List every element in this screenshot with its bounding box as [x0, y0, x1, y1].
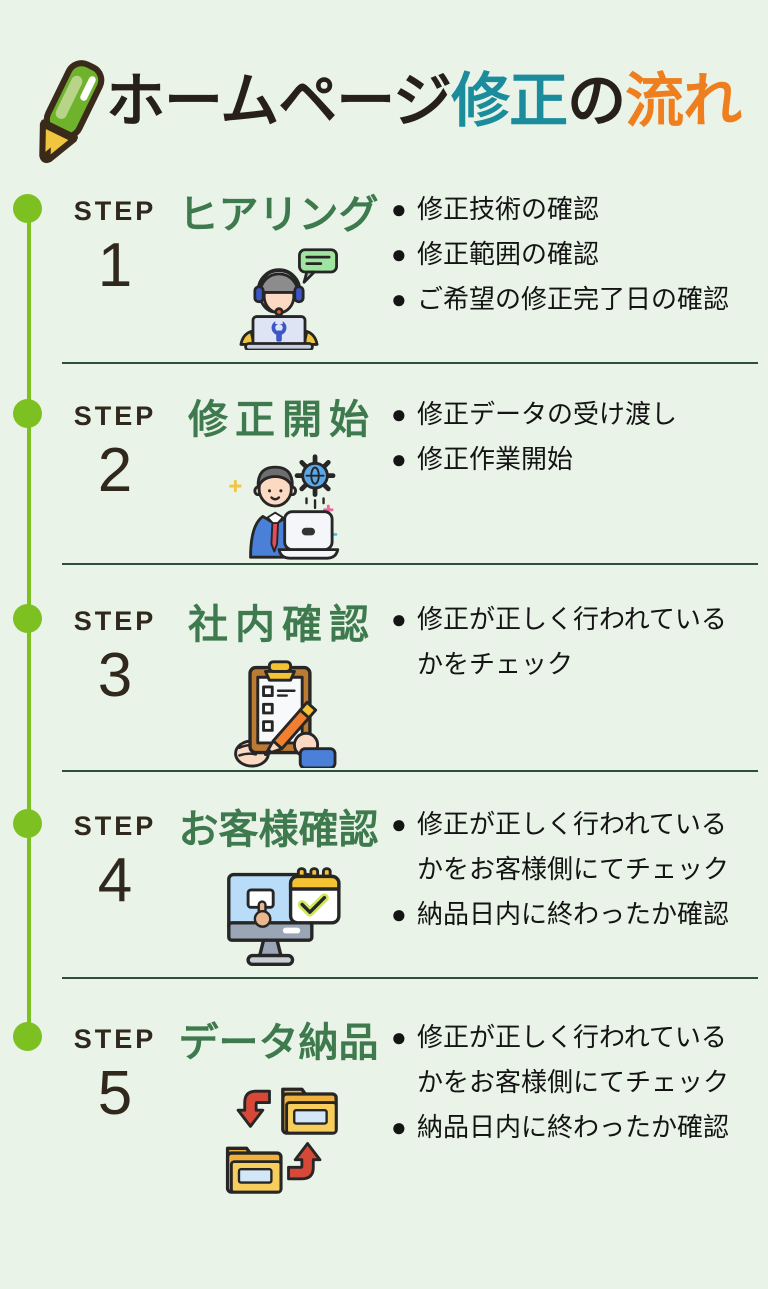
- bullet-list: ●修正が正しく行われているかをお客様側にてチェック ●納品日内に終わったか確認: [391, 800, 743, 937]
- step-row-3: STEP 3 社内確認: [0, 595, 768, 773]
- step-title: お客様確認: [178, 808, 379, 852]
- page-title: ホームページ修正の流れ: [106, 52, 742, 136]
- bullet-item: ●納品日内に終わったか確認: [391, 1112, 730, 1142]
- step-label: STEP: [73, 196, 157, 226]
- step-label: STEP: [73, 606, 157, 636]
- bullet-item: ●修正が正しく行われているかをお客様側にてチェック: [391, 809, 730, 884]
- bullet-item: ●修正作業開始: [391, 444, 574, 474]
- title-part-homepage: ホームページ: [106, 68, 452, 136]
- step-title: 修正開始: [188, 398, 376, 442]
- clipboard-checklist-icon: [233, 660, 336, 770]
- bullet-item: ●修正技術の確認: [391, 194, 600, 224]
- headset-operator-icon: [239, 248, 338, 352]
- step-label: STEP: [73, 811, 157, 841]
- step-number: 3: [97, 641, 133, 710]
- step-number: 5: [97, 1059, 133, 1128]
- timeline-dot: [13, 1022, 42, 1051]
- step-number: 2: [97, 436, 133, 505]
- step-title: ヒアリング: [178, 193, 379, 237]
- bullet-item: ●ご希望の修正完了日の確認: [391, 284, 730, 314]
- timeline-dot: [13, 604, 42, 633]
- step-label: STEP: [73, 1024, 157, 1054]
- step-row-5: STEP 5 データ納品 ●修正が正しく: [0, 1013, 768, 1199]
- folder-transfer-icon: [225, 1087, 338, 1194]
- programmer-gear-icon: [228, 454, 339, 560]
- bullet-item: ●修正範囲の確認: [391, 239, 600, 269]
- step-number: 4: [97, 846, 133, 915]
- step-label: STEP: [73, 401, 157, 431]
- header: ホームページ修正の流れ: [12, 52, 742, 176]
- title-part-no: の: [567, 68, 626, 134]
- section-divider: [62, 770, 758, 772]
- pencil-icon: [39, 60, 105, 164]
- step-row-4: STEP 4 お客様確認: [0, 800, 768, 978]
- timeline-dot: [13, 194, 42, 223]
- bullet-item: ●修正が正しく行われているかをチェック: [391, 604, 727, 679]
- bullet-item: ●修正が正しく行われているかをお客様側にてチェック: [391, 1022, 730, 1097]
- bullet-list: ●修正が正しく行われているかをチェック: [391, 595, 743, 687]
- step-row-1: STEP 1 ヒアリング: [0, 185, 768, 355]
- timeline-dot: [13, 809, 42, 838]
- step-row-2: STEP 2 修正開始: [0, 390, 768, 566]
- section-divider: [62, 563, 758, 565]
- section-divider: [62, 362, 758, 364]
- step-title: データ納品: [178, 1021, 379, 1065]
- bullet-item: ●修正データの受け渡し: [391, 399, 678, 429]
- bullet-list: ●修正が正しく行われているかをお客様側にてチェック ●納品日内に終わったか確認: [391, 1013, 743, 1150]
- title-part-shusei: 修正: [451, 68, 568, 134]
- timeline-dot: [13, 399, 42, 428]
- bullet-list: ●修正技術の確認 ●修正範囲の確認 ●ご希望の修正完了日の確認: [391, 185, 743, 322]
- section-divider: [62, 977, 758, 979]
- bullet-item: ●納品日内に終わったか確認: [391, 899, 730, 929]
- bullet-list: ●修正データの受け渡し ●修正作業開始: [391, 390, 743, 482]
- monitor-calendar-check-icon: [226, 867, 341, 966]
- title-part-nagare: 流れ: [625, 68, 742, 134]
- step-title: 社内確認: [188, 603, 376, 647]
- step-number: 1: [97, 231, 133, 300]
